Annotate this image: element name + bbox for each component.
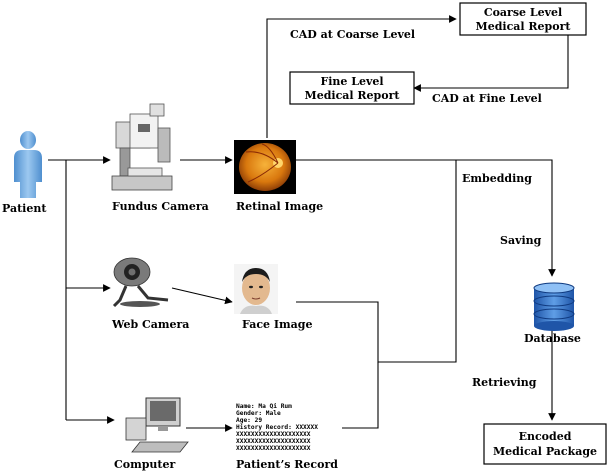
coarse-report-box: Coarse Level Medical Report (459, 2, 587, 36)
saving-label: Saving (500, 234, 542, 247)
edge-record-embedding (342, 362, 379, 429)
web-camera-label: Web Camera (111, 318, 189, 331)
web-camera-icon (112, 257, 169, 308)
fundus-camera-label: Fundus Camera (112, 200, 209, 213)
edge-face-embedding (296, 160, 457, 363)
database-icon (533, 282, 575, 331)
computer-icon (125, 397, 189, 453)
face-image-label: Face Image (242, 318, 312, 331)
fine-report-line1: Fine Level (320, 75, 383, 88)
record-line-x2: XXXXXXXXXXXXXXXXXXXX (236, 438, 311, 445)
fine-report-box: Fine Level Medical Report (289, 71, 415, 105)
coarse-report-line2: Medical Report (476, 20, 572, 33)
record-line-name: Name: Ma Qi Rum (236, 402, 292, 410)
patient-record-label: Patient’s Record (236, 458, 338, 471)
fine-report-line2: Medical Report (305, 89, 401, 102)
retinal-image-label: Retinal Image (236, 200, 323, 213)
retrieving-label: Retrieving (472, 376, 537, 389)
edge-patient-trunk (48, 159, 96, 420)
record-line-gender: Gender: Male (236, 410, 281, 417)
cad-fine-label: CAD at Fine Level (432, 92, 542, 105)
computer-label: Computer (114, 458, 175, 471)
edge-cad-fine (413, 35, 569, 92)
coarse-report-line1: Coarse Level (484, 6, 562, 19)
embedding-label: Embedding (462, 172, 532, 185)
edge-retina-to-database (296, 159, 556, 277)
database-label: Database (524, 332, 581, 345)
encoded-package-box: Encoded Medical Package (483, 423, 607, 465)
record-line-age: Age: 29 (236, 417, 262, 424)
record-line-x1: XXXXXXXXXXXXXXXXXXXX (236, 431, 311, 438)
encoded-package-line1: Encoded (519, 430, 572, 443)
cad-coarse-label: CAD at Coarse Level (290, 28, 415, 41)
patient-record-text: Name: Ma Qi Rum Gender: Male Age: 29 His… (236, 402, 318, 452)
edge-cad-coarse (266, 15, 457, 138)
record-line-x3: XXXXXXXXXXXXXXXXXXXX (236, 445, 311, 452)
encoded-package-line2: Medical Package (493, 445, 597, 458)
face-image (234, 264, 278, 314)
patient-icon (14, 131, 42, 198)
record-line-history: History Record: XXXXXX (236, 423, 318, 431)
retinal-image (234, 140, 296, 194)
edge-webcam-to-face (171, 287, 233, 305)
patient-label: Patient (2, 202, 47, 215)
fundus-camera-icon (111, 103, 173, 191)
